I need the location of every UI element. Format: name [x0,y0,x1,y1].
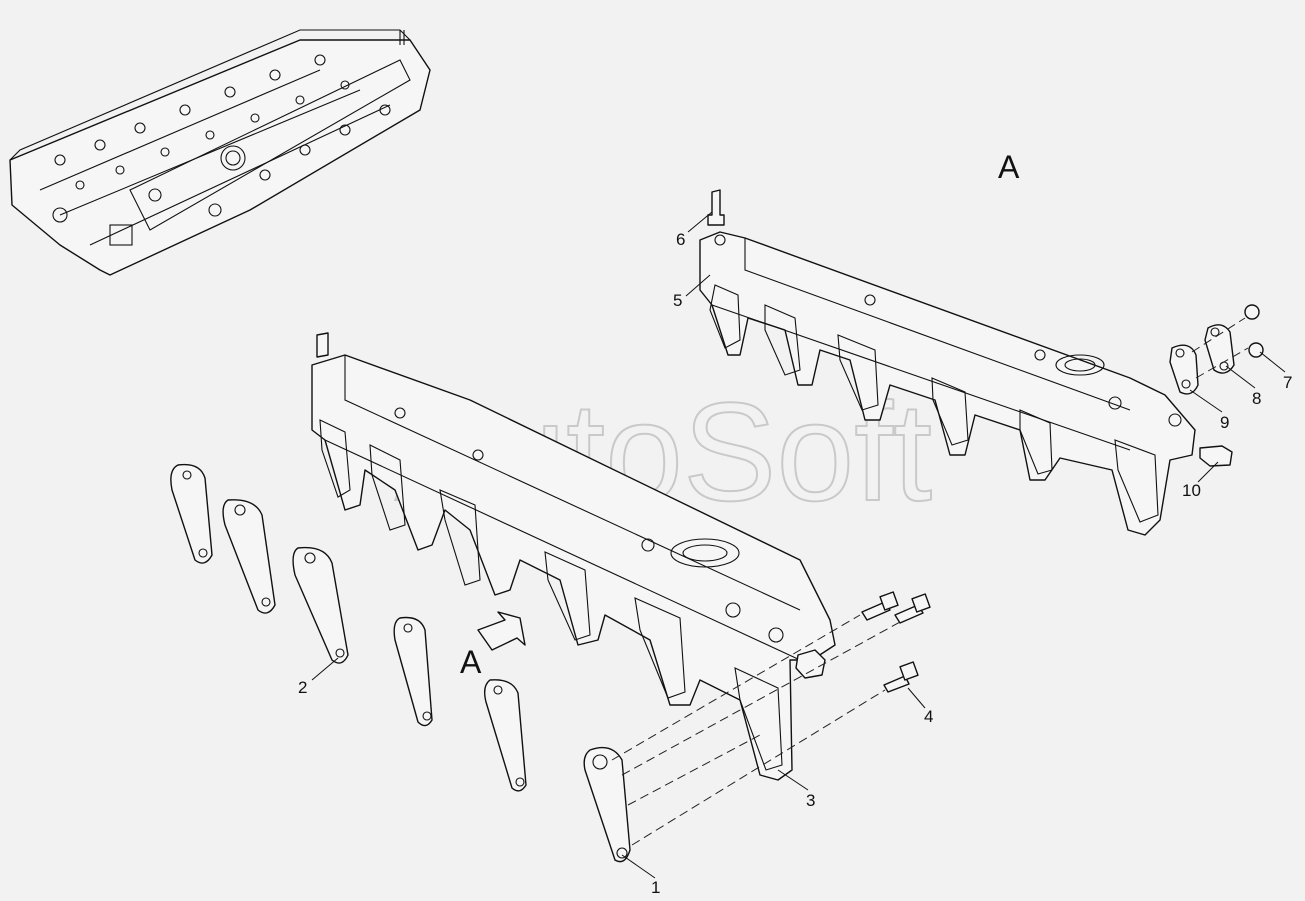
callout-7: 7 [1283,373,1292,392]
view-arrow [477,611,526,651]
callout-6: 6 [676,230,685,249]
callout-5: 5 [673,291,682,310]
callout-1: 1 [651,878,660,897]
callout-3: 3 [806,791,815,810]
callout-8: 8 [1252,389,1261,408]
view-label-a: A [998,149,1020,185]
callout-4: 4 [924,707,933,726]
callout-10: 10 [1182,481,1201,500]
callout-9: 9 [1220,413,1229,432]
alignment-lines [611,614,901,846]
leader-lines [311,211,1286,879]
manifold-view-a [699,189,1264,536]
manifold-main [311,332,836,781]
gasket-series [170,463,631,863]
view-arrow-label: A [460,644,482,680]
bolt-set [861,591,931,693]
cylinder-head-inset [9,29,431,276]
callout-labels: 1 2 3 4 5 6 7 8 9 10 [298,230,1292,897]
callout-2: 2 [298,678,307,697]
